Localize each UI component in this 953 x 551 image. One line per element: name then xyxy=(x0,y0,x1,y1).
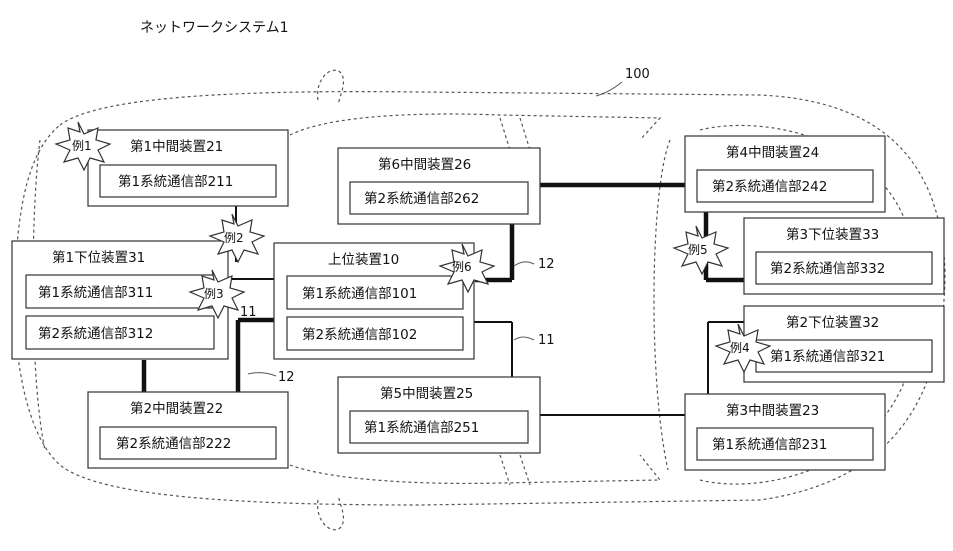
device-mid-26: 第6中間装置26 第2系統通信部262 xyxy=(337,147,541,225)
device-title: 第2下位装置32 xyxy=(786,314,879,331)
device-title: 第2中間装置22 xyxy=(130,400,223,417)
device-title: 第3中間装置23 xyxy=(726,402,819,419)
device-upper-10: 上位装置10 第1系統通信部101 第2系統通信部102 xyxy=(273,242,475,360)
device-mid-22: 第2中間装置22 第2系統通信部222 xyxy=(87,391,289,469)
device-title: 上位装置10 xyxy=(328,252,399,268)
comm-unit: 第2系統通信部332 xyxy=(770,260,885,277)
line-ref-12-right-leader xyxy=(513,261,535,267)
example-label: 例3 xyxy=(204,287,224,301)
example-label: 例5 xyxy=(688,243,708,257)
example-burst-5: 例5 xyxy=(672,225,730,276)
line-ref-11-left: 11 xyxy=(240,305,257,320)
comm-unit: 第2系統通信部262 xyxy=(364,190,479,207)
example-burst-6: 例6 xyxy=(438,243,496,294)
device-title: 第1中間装置21 xyxy=(130,138,223,155)
device-title: 第5中間装置25 xyxy=(380,385,473,402)
comm-unit: 第2系統通信部312 xyxy=(38,325,153,342)
diagram-title: ネットワークシステム1 xyxy=(140,20,289,36)
example-burst-4: 例4 xyxy=(714,323,772,374)
line-ref-11-right-leader xyxy=(513,336,535,341)
device-lower-31: 第1下位装置31 第1系統通信部311 第2系統通信部312 xyxy=(11,240,229,360)
device-title: 第4中間装置24 xyxy=(726,144,819,161)
vehicle-ref-leader xyxy=(595,81,623,97)
device-mid-23: 第3中間装置23 第1系統通信部231 xyxy=(684,393,886,471)
device-lower-32: 第2下位装置32 第1系統通信部321 xyxy=(743,305,945,383)
example-label: 例6 xyxy=(452,260,472,274)
line-ref-12-left-leader xyxy=(247,372,277,377)
comm-unit: 第1系統通信部321 xyxy=(770,348,885,365)
device-title: 第6中間装置26 xyxy=(378,156,471,173)
device-mid-21: 第1中間装置21 第1系統通信部211 xyxy=(87,129,289,207)
device-title: 第1下位装置31 xyxy=(52,249,145,266)
comm-unit: 第1系統通信部101 xyxy=(302,285,417,302)
comm-unit: 第2系統通信部102 xyxy=(302,326,417,343)
comm-unit: 第1系統通信部231 xyxy=(712,436,827,453)
line-ref-12-left: 12 xyxy=(278,370,295,385)
example-burst-2: 例2 xyxy=(208,213,266,264)
device-mid-24: 第4中間装置24 第2系統通信部242 xyxy=(684,135,886,213)
example-label: 例4 xyxy=(730,341,750,355)
device-lower-33: 第3下位装置33 第2系統通信部332 xyxy=(743,217,945,295)
comm-unit: 第2系統通信部242 xyxy=(712,178,827,195)
line-ref-11-right: 11 xyxy=(538,333,555,348)
device-mid-25: 第5中間装置25 第1系統通信部251 xyxy=(337,376,541,454)
comm-unit: 第1系統通信部211 xyxy=(118,173,233,190)
vehicle-ref-label: 100 xyxy=(625,67,650,82)
example-burst-3: 例3 xyxy=(188,269,246,320)
example-burst-1: 例1 xyxy=(54,121,112,172)
comm-unit: 第1系統通信部251 xyxy=(364,419,479,436)
line-ref-12-right: 12 xyxy=(538,257,555,272)
example-label: 例1 xyxy=(72,139,92,153)
comm-unit: 第1系統通信部311 xyxy=(38,284,153,301)
example-label: 例2 xyxy=(224,231,244,245)
system-2-lines xyxy=(141,182,745,395)
comm-unit: 第2系統通信部222 xyxy=(116,435,231,452)
device-title: 第3下位装置33 xyxy=(786,226,879,243)
